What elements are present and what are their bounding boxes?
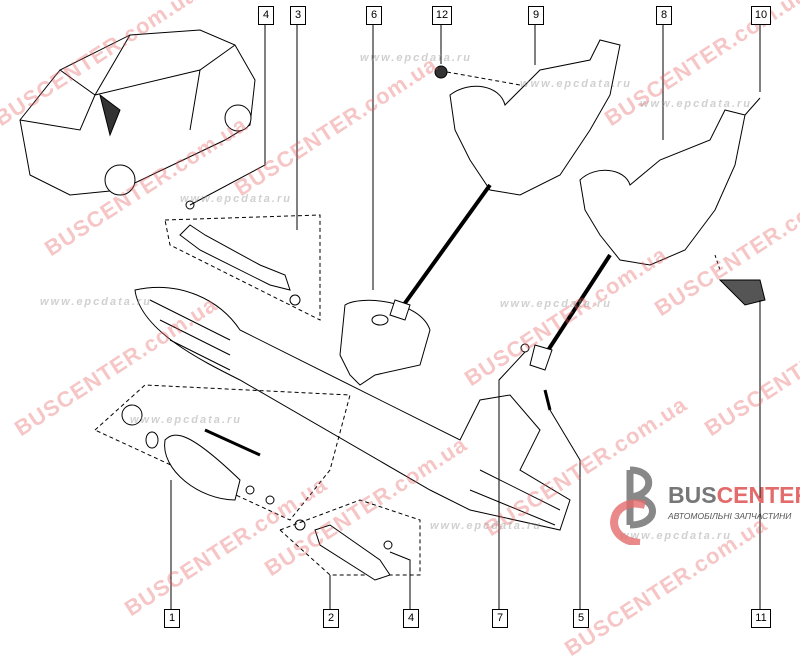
callout-4-bottom[interactable]: 4: [403, 609, 419, 628]
steering-column-8: [529, 97, 766, 371]
callout-11[interactable]: 11: [751, 609, 771, 628]
car-illustration: [19, 29, 256, 196]
leader-lines: [170, 24, 761, 609]
steering-boot-6: [339, 299, 431, 386]
callout-5[interactable]: 5: [573, 609, 589, 628]
callout-8[interactable]: 8: [656, 6, 672, 25]
callout-7[interactable]: 7: [492, 609, 508, 628]
callout-4-top[interactable]: 4: [258, 6, 274, 25]
tie-rod-end-lower: [279, 499, 421, 581]
nut-7: [520, 343, 530, 353]
callout-2[interactable]: 2: [323, 609, 339, 628]
logo-brand-name: BUSCENTER: [668, 482, 800, 509]
logo-brand-center: CENTER: [716, 482, 800, 508]
callout-9[interactable]: 9: [528, 6, 544, 25]
logo-brand-bus: BUS: [668, 482, 717, 508]
callout-1[interactable]: 1: [164, 609, 180, 628]
logo-bc-mark: [610, 466, 656, 545]
callout-3[interactable]: 3: [290, 6, 306, 25]
bolt-5: [543, 389, 552, 411]
steering-column-9: [389, 39, 621, 321]
callout-12[interactable]: 12: [432, 6, 452, 25]
boot-kit: [94, 384, 351, 521]
callout-10[interactable]: 10: [751, 6, 771, 25]
steering-rack: [134, 286, 571, 531]
logo-subtitle: АВТОМОБІЛЬНІ ЗАПЧАСТИНИ: [668, 511, 792, 521]
callout-6[interactable]: 6: [366, 6, 382, 25]
tie-rod-end-upper: [164, 200, 321, 321]
buscenter-logo: BUSCENTER АВТОМОБІЛЬНІ ЗАПЧАСТИНИ: [600, 466, 800, 545]
